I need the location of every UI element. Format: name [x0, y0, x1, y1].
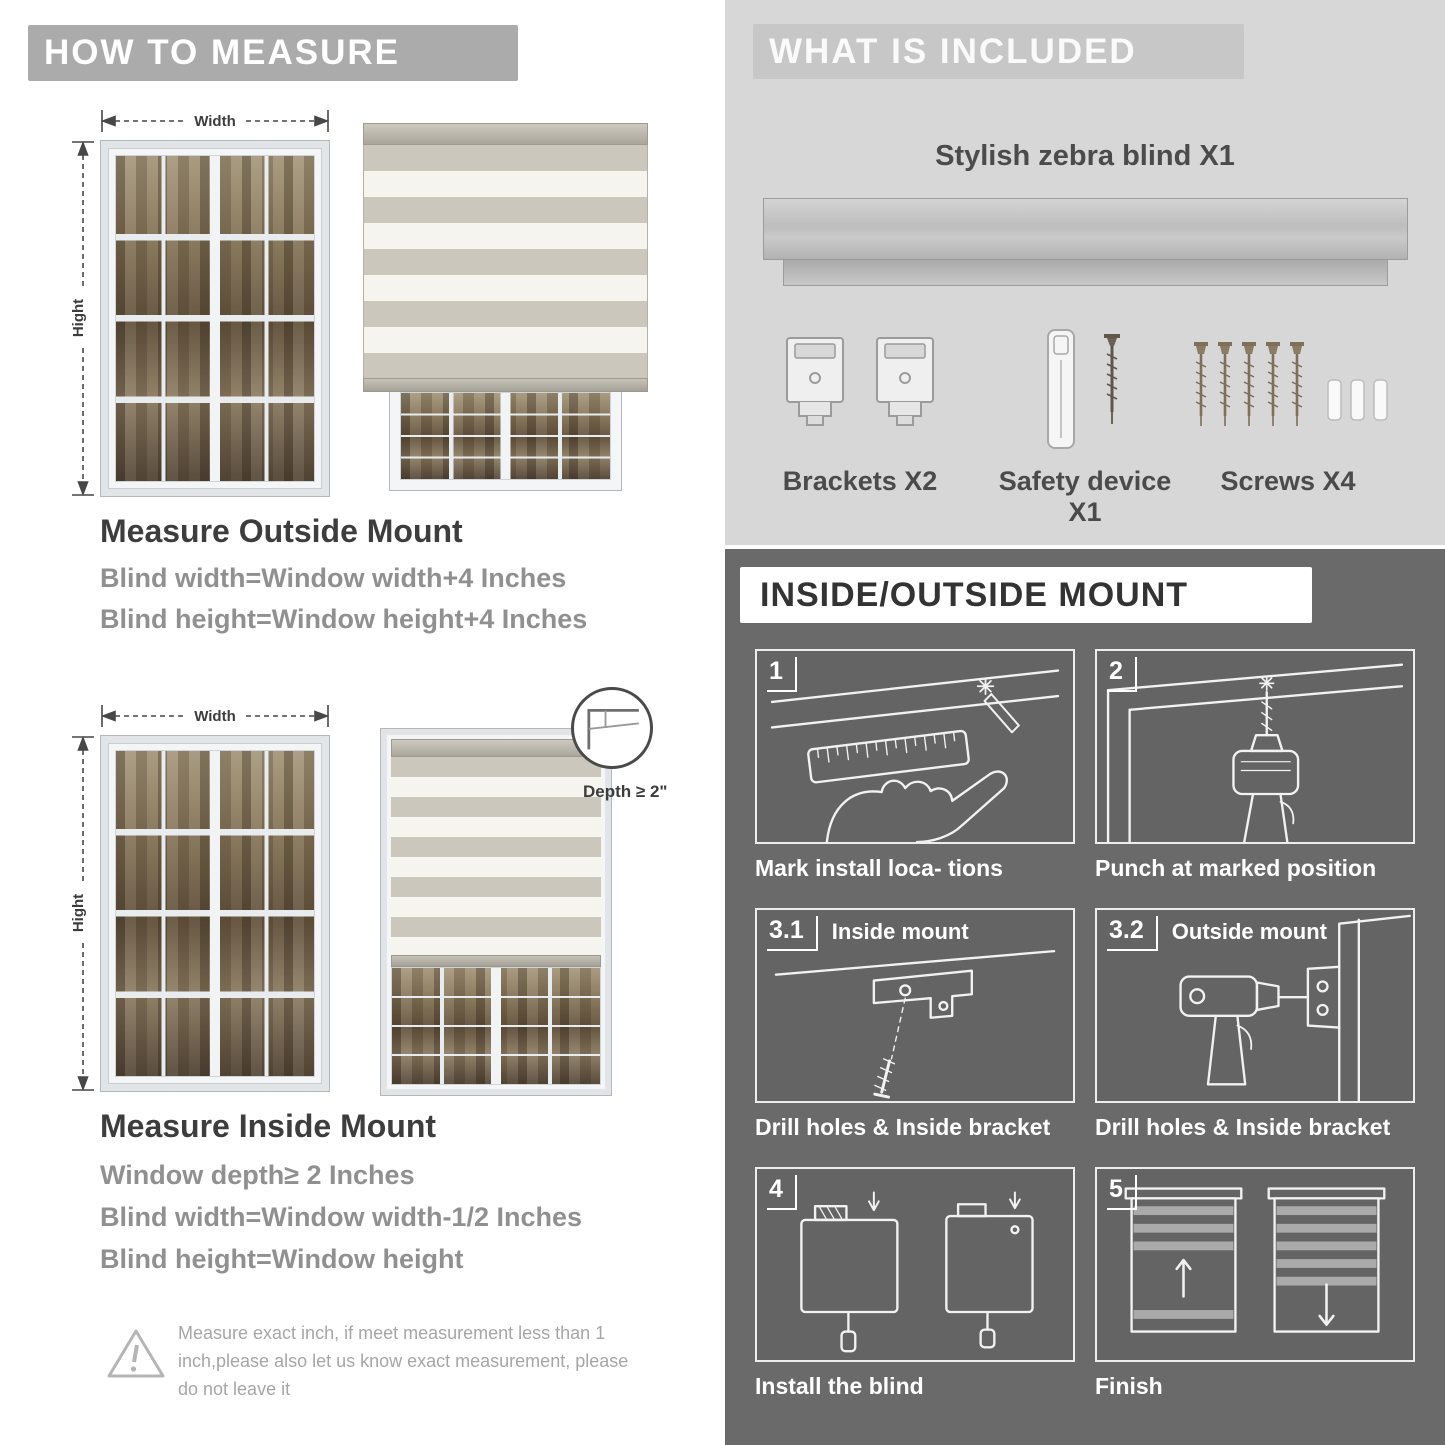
- step-caption: Drill holes & Inside bracket: [755, 1114, 1051, 1140]
- outside-mount-line: Blind width=Window width+4 Inches: [100, 563, 567, 593]
- mount-steps-grid: 1 Mark install loca- tions: [755, 649, 1415, 1400]
- zebra-blind-label: Stylish zebra blind X1: [935, 140, 1235, 172]
- step-caption: Punch at marked position: [1095, 855, 1377, 881]
- what-is-included-banner: WHAT IS INCLUDED: [753, 24, 1244, 79]
- safety-device-icon: [1047, 329, 1120, 449]
- screw-icon: [1194, 342, 1388, 426]
- step-number: 2: [1107, 657, 1137, 692]
- inside-bracket-illustration: [774, 949, 1056, 1099]
- window-photo-inside: [100, 735, 330, 1092]
- step-caption: Finish: [1095, 1373, 1163, 1399]
- blind-bottom-rail: [391, 955, 601, 967]
- step-1: 1 Mark install loca- tions: [755, 649, 1075, 882]
- blind-headrail-profile: [783, 260, 1388, 286]
- bracket-icon: [785, 337, 844, 426]
- what-is-included-section: WHAT IS INCLUDED Stylish zebra blind X1: [725, 0, 1445, 545]
- measure-warning-text: Measure exact inch, if meet measurement …: [178, 1323, 629, 1399]
- inside-mount-line: Window depth≥ 2 Inches: [100, 1160, 415, 1190]
- step-number: 3.2: [1107, 916, 1158, 951]
- window-below-blind: [389, 392, 622, 491]
- step-number: 4: [767, 1175, 797, 1210]
- step-number: 3.1: [767, 916, 818, 951]
- how-to-measure-banner: HOW TO MEASURE: [28, 25, 518, 81]
- step-1-panel: 1: [755, 649, 1075, 844]
- window-glass: [115, 750, 315, 1077]
- mount-banner: INSIDE/OUTSIDE MOUNT: [740, 567, 1312, 623]
- step-3-1-panel: 3.1 Inside mount: [755, 908, 1075, 1103]
- step-caption: Mark install loca- tions: [755, 855, 1003, 881]
- finish-illustration: [1124, 1187, 1386, 1333]
- blind-stripes: [363, 145, 648, 378]
- step-caption: Drill holes & Inside bracket: [1095, 1114, 1391, 1140]
- window-photo-outside: [100, 140, 330, 497]
- step-4: 4: [755, 1167, 1075, 1400]
- drill-illustration: [1106, 663, 1404, 842]
- height-label: Hight: [70, 299, 87, 337]
- bracket-icon: [876, 337, 935, 426]
- wall-anchor-icon: [1327, 379, 1388, 421]
- outside-bracket-illustration: [1179, 914, 1411, 1101]
- blind-headrail-product: [763, 198, 1408, 260]
- step-4-panel: 4: [755, 1167, 1075, 1362]
- outside-mount-title: Measure Outside Mount: [100, 513, 463, 549]
- step-3-2: 3.2 Outside mount: [1095, 908, 1415, 1141]
- inside-mount-line: Blind height=Window height: [100, 1244, 464, 1274]
- step-5: 5: [1095, 1167, 1415, 1400]
- step-5-panel: 5: [1095, 1167, 1415, 1362]
- warning-icon: [107, 1329, 165, 1378]
- window-glass: [115, 155, 315, 482]
- height-arrow: Hight: [70, 140, 94, 497]
- step-title: Inside mount: [831, 919, 969, 944]
- width-arrow: Width: [100, 110, 330, 132]
- step-number: 1: [767, 657, 797, 692]
- screws-graphic: [1188, 336, 1388, 451]
- blind-bottom-rail: [363, 378, 648, 392]
- window-glass: [400, 392, 611, 480]
- zebra-blind-outside-mount: [363, 123, 648, 491]
- outside-mount-line: Blind height=Window height+4 Inches: [100, 604, 588, 634]
- inside-mount-line: Blind width=Window width-1/2 Inches: [100, 1202, 583, 1232]
- mount-instructions-section: INSIDE/OUTSIDE MOUNT 1: [725, 549, 1445, 1445]
- step-3-1: 3.1 Inside mount Drill holes & Insid: [755, 908, 1075, 1141]
- width-arrow: Width: [100, 705, 330, 727]
- zebra-blind-inside-mount: [380, 728, 612, 1096]
- blind-headrail: [363, 123, 648, 145]
- brackets-graphic: [760, 332, 960, 435]
- corner-depth-icon: [587, 709, 639, 750]
- depth-label: Depth ≥ 2": [583, 782, 668, 801]
- step-number: 5: [1107, 1175, 1137, 1210]
- blind-headrail: [391, 739, 601, 757]
- safety-device-graphic: [985, 326, 1185, 461]
- install-blind-illustration: [800, 1191, 1034, 1353]
- width-label: Width: [194, 708, 236, 725]
- depth-detail-circle: [571, 687, 653, 769]
- brackets-label: Brackets X2: [782, 466, 938, 496]
- step-2-panel: 2: [1095, 649, 1415, 844]
- safety-device-label: Safety device X1: [998, 466, 1172, 527]
- width-label: Width: [194, 113, 236, 130]
- blind-stripes: [391, 757, 601, 955]
- screws-label: Screws X4: [1220, 466, 1356, 496]
- mark-location-illustration: [770, 669, 1060, 842]
- step-title: Outside mount: [1171, 919, 1327, 944]
- step-caption: Install the blind: [755, 1373, 924, 1399]
- inside-mount-title: Measure Inside Mount: [100, 1108, 437, 1144]
- height-arrow: Hight: [70, 735, 94, 1092]
- step-2: 2 Punch at marke: [1095, 649, 1415, 882]
- step-3-2-panel: 3.2 Outside mount: [1095, 908, 1415, 1103]
- height-label: Hight: [70, 894, 87, 932]
- window-glass: [391, 967, 601, 1085]
